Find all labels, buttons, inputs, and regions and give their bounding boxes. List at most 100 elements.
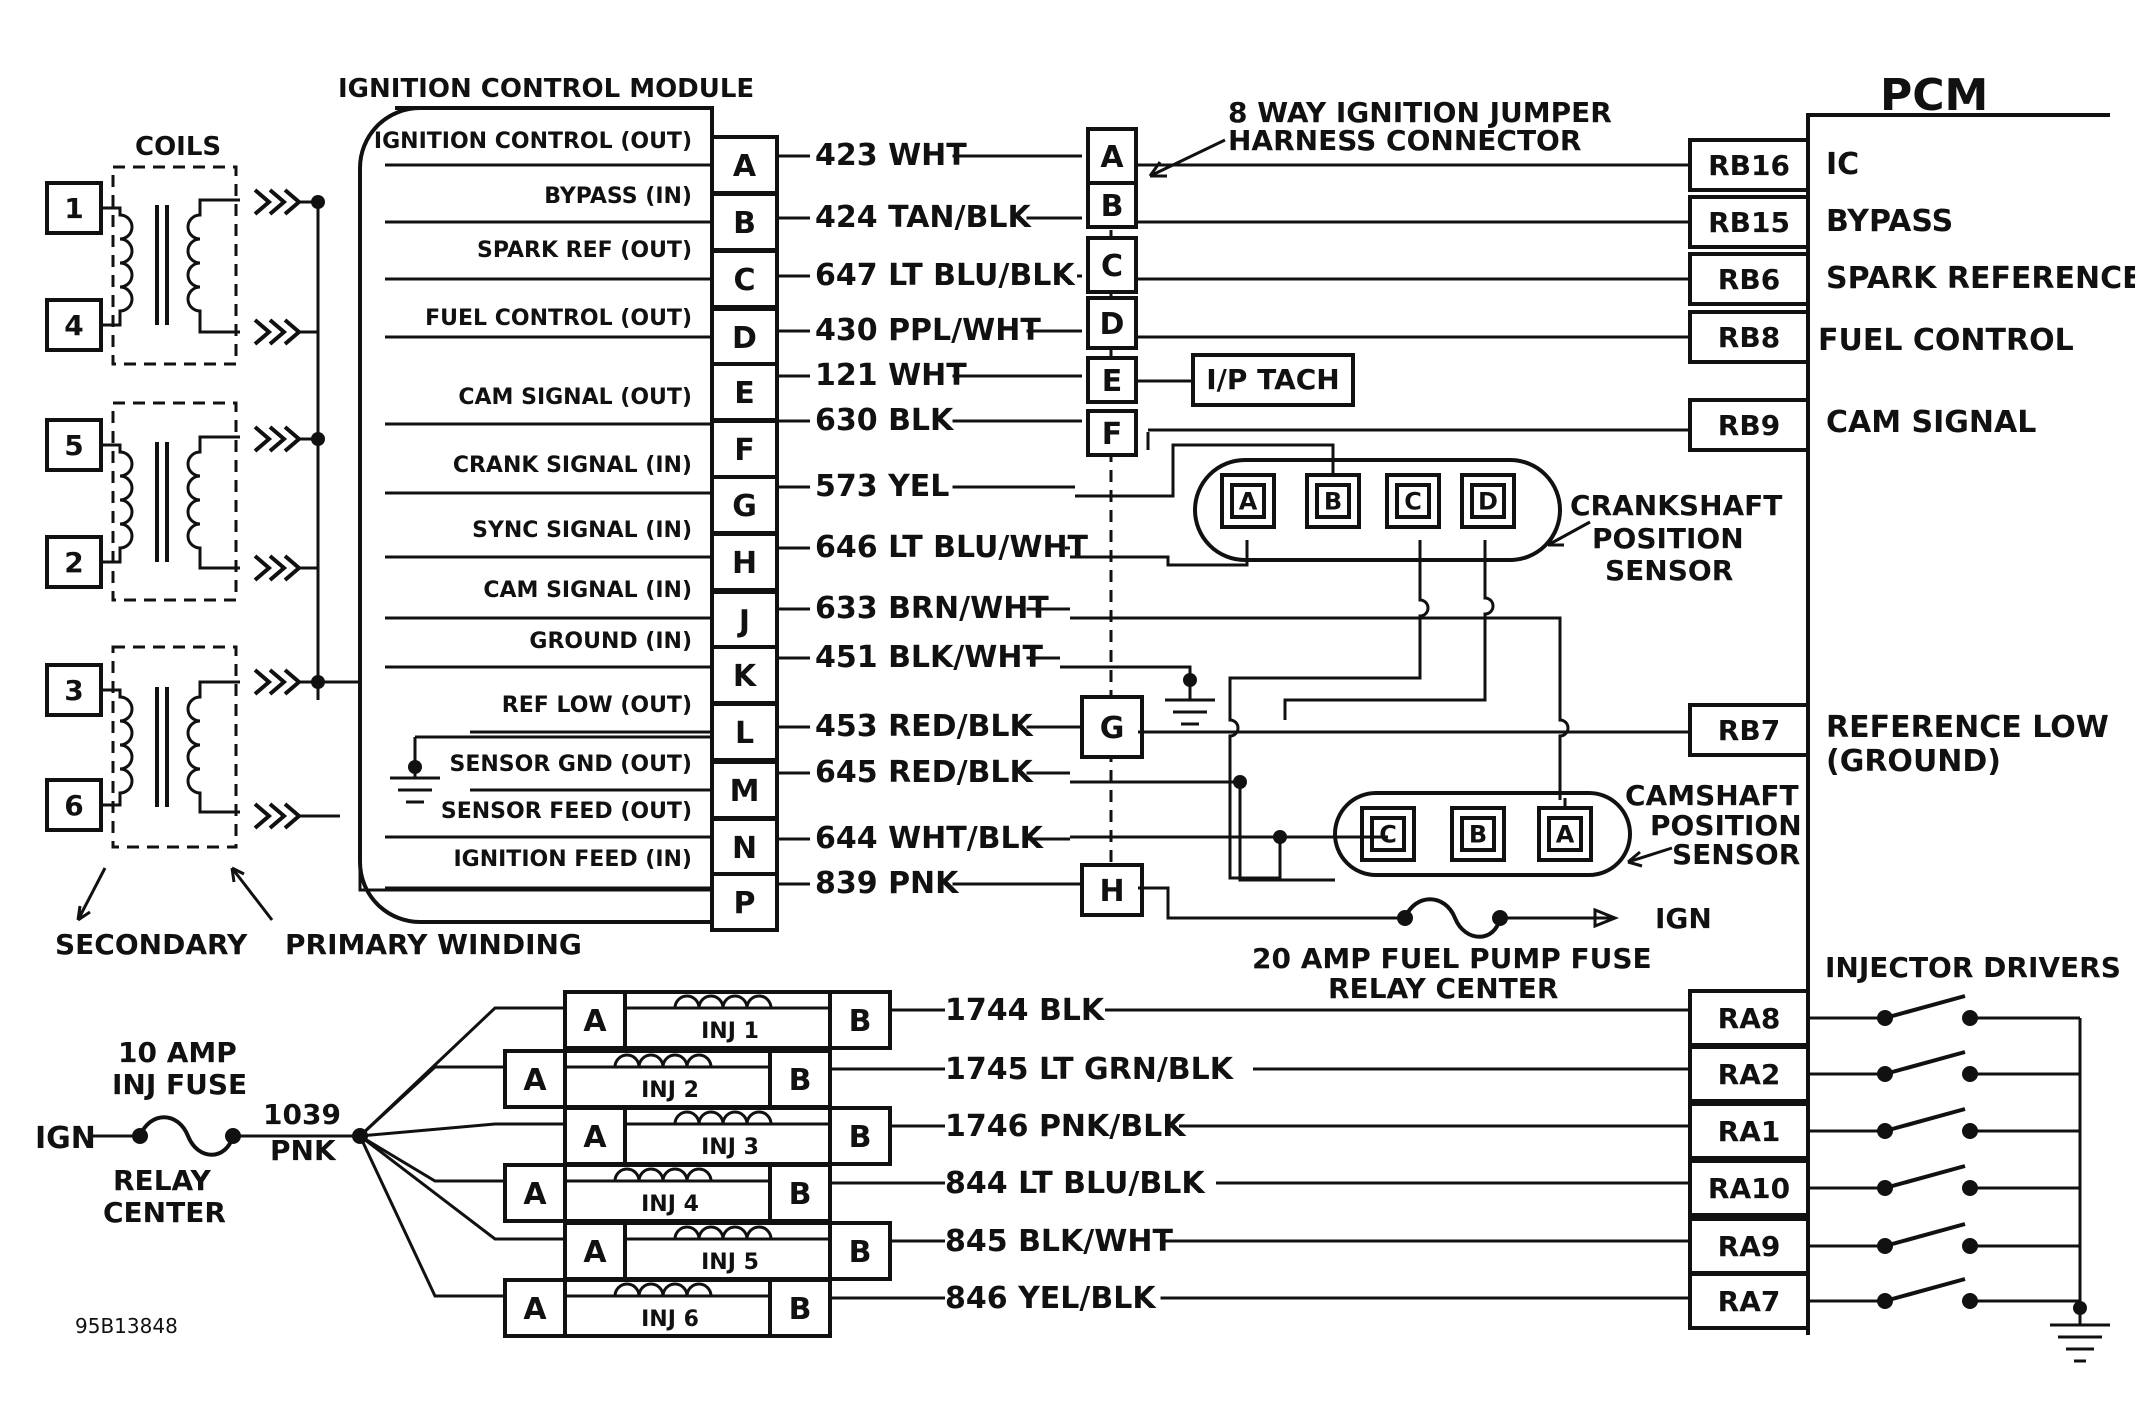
switch-icon: [1884, 1277, 1966, 1303]
icm-pin: B: [733, 206, 756, 241]
junction-dot: [311, 195, 325, 209]
icm-pin-box: [710, 702, 779, 762]
injector-feed-fan: [358, 1006, 565, 1298]
injector-pin-a: A: [583, 1120, 607, 1155]
ground-icon: [2050, 1018, 2110, 1363]
injector-pin-b: B: [789, 1177, 812, 1212]
jumper-pin: F: [1102, 417, 1123, 452]
secondary-arrow-icon: [76, 867, 107, 922]
injector-coil-icon: [673, 1110, 773, 1125]
icm-pin: F: [734, 433, 755, 468]
injector-wire-label: 844 LT BLU/BLK: [945, 1166, 1206, 1201]
diagram-id: 95B13848: [75, 1314, 178, 1338]
crank-pin-box: [1395, 483, 1431, 519]
pcm-rb-pin-box: [1688, 252, 1810, 306]
signal-wires: [1138, 163, 1690, 734]
wire-label: 423 WHT: [815, 138, 967, 173]
fuse-icon: [138, 1115, 235, 1157]
cam-pin: C: [1379, 821, 1397, 849]
cam-arrow-icon: [1627, 846, 1673, 868]
injector-pin-b: B: [849, 1120, 872, 1155]
icm-function-label: SENSOR GND (OUT): [449, 752, 692, 777]
wire-label: 645 RED/BLK: [815, 755, 1035, 790]
inj-fuse-relay1: RELAY: [113, 1164, 212, 1197]
ip-tach-box: [1191, 353, 1355, 407]
injector-pin-a-box: [503, 1278, 567, 1338]
jumper-pin: B: [1101, 189, 1124, 224]
icm-pin: K: [733, 659, 758, 694]
coil-number-box: [45, 778, 103, 832]
icm-function-label: CAM SIGNAL (OUT): [458, 385, 692, 410]
pcm-rb-label: BYPASS: [1826, 204, 1953, 239]
jumper-pin-box: [1086, 409, 1138, 457]
pcm-rb-label: FUEL CONTROL: [1818, 323, 2074, 358]
icm-pin-box: [710, 872, 779, 932]
icm-function-label: CAM SIGNAL (IN): [483, 578, 692, 603]
icm-function-lines: [385, 163, 712, 890]
wire-label: 453 RED/BLK: [815, 709, 1035, 744]
wire-d-feed: [1283, 540, 1495, 720]
pcm-rb-pin: RB16: [1708, 149, 1790, 182]
inj-fuse-line1: 10 AMP: [118, 1036, 237, 1069]
pcm-ra-pin: RA1: [1718, 1115, 1781, 1148]
icm-function-label: SPARK REF (OUT): [477, 238, 692, 263]
switch-icon: [1884, 1107, 1966, 1133]
injector-name: INJ 6: [641, 1307, 699, 1332]
ground-icon: [1060, 665, 1215, 726]
cam-pin-box: [1547, 816, 1583, 852]
injector-pin-a-box: [563, 1106, 627, 1166]
pcm-ra-pin: RA9: [1718, 1230, 1781, 1263]
coil-leads: [300, 200, 340, 818]
fuel-pump-ign: IGN: [1655, 902, 1712, 935]
jumper-pin: A: [1100, 140, 1124, 175]
wire-label: 573 YEL: [815, 469, 949, 504]
jumper-pin-box: [1080, 695, 1144, 759]
injector-wire-label: 846 YEL/BLK: [945, 1281, 1157, 1316]
pcm-ra-pin-box: [1688, 1045, 1810, 1103]
pcm-outline: [1806, 113, 2110, 1335]
wire-label: 424 TAN/BLK: [815, 200, 1032, 235]
pcm-rb-label: IC: [1826, 147, 1859, 182]
switch-icon: [1884, 1222, 1966, 1248]
cam-label-line1: CAMSHAFT: [1625, 779, 1799, 812]
wire-label: 630 BLK: [815, 403, 955, 438]
wire-839: [1138, 886, 1405, 920]
icm-pin: P: [734, 886, 756, 921]
icm-pin: A: [733, 149, 757, 184]
injector-feed-wire: [359, 1134, 565, 1241]
icm-pin: J: [737, 604, 750, 639]
inj-wire-color: PNK: [270, 1134, 337, 1167]
icm-function-label: CRANK SIGNAL (IN): [453, 453, 692, 478]
icm-pin: C: [733, 263, 755, 298]
icm-function-label: REF LOW (OUT): [502, 693, 692, 718]
wire-label: 430 PPL/WHT: [815, 313, 1041, 348]
pcm-rb-pin: RB9: [1718, 409, 1780, 442]
crank-pin: B: [1324, 488, 1342, 516]
crank-pin-box: [1470, 483, 1506, 519]
secondary-winding-icon: [101, 206, 134, 807]
jumper-arrow-icon: [1148, 138, 1226, 178]
icm-function-label: SYNC SIGNAL (IN): [472, 518, 692, 543]
wire-label: 451 BLK/WHT: [815, 640, 1043, 675]
jumper-pin: E: [1102, 364, 1123, 399]
injector-pin-a-box: [503, 1049, 567, 1109]
jumper-pin-box: [1086, 236, 1138, 294]
switch-icon: [1884, 994, 1966, 1020]
wire-label: 644 WHT/BLK: [815, 821, 1045, 856]
crank-sensor-body: [1193, 458, 1562, 562]
coil-pack-1: [111, 165, 238, 366]
arrow-icon: [1500, 907, 1620, 929]
jumper-pin-box: [1080, 863, 1144, 917]
jumper-pin: G: [1100, 711, 1125, 746]
pcm-rb-label: REFERENCE LOW: [1826, 710, 2109, 745]
icm-pin: N: [732, 831, 757, 866]
injector-pin-b-box: [828, 1106, 892, 1166]
pcm-rb-pin-box: [1688, 310, 1810, 364]
icm-function-label: BYPASS (IN): [544, 184, 692, 209]
pcm-ra-pin-box: [1688, 1159, 1810, 1217]
